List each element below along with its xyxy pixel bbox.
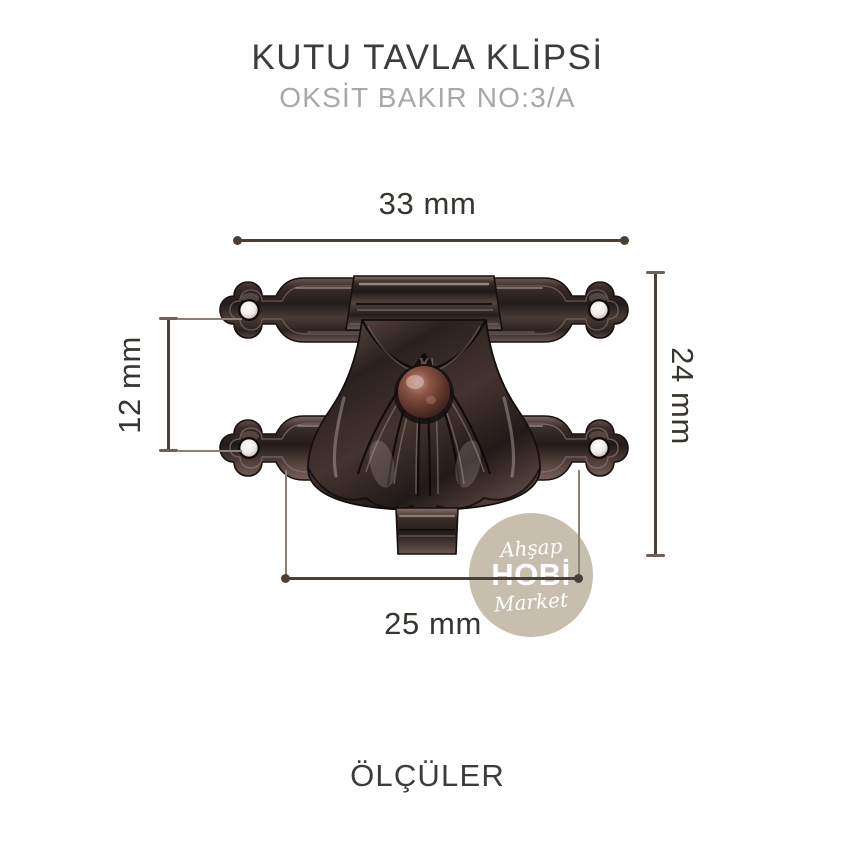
dimension-line-24mm: [654, 272, 657, 556]
product-image-box-clasp: [212, 258, 636, 568]
dimension-label-33mm: 33 mm: [378, 186, 477, 221]
watermark-logo: Ahşap HOBİ Market: [469, 513, 593, 637]
extension-line-12mm-top: [178, 318, 242, 320]
dimension-cap-25mm-right: [574, 574, 583, 583]
heading-block: KUTU TAVLA KLİPSİ OKSİT BAKIR NO:3/A: [0, 38, 855, 115]
extension-line-12mm-bottom: [178, 450, 242, 452]
footer-caption: ÖLÇÜLER: [350, 758, 505, 793]
page-subtitle: OKSİT BAKIR NO:3/A: [279, 82, 576, 114]
dimension-cap-12mm-top: [159, 317, 178, 320]
dimension-cap-25mm-left: [281, 574, 290, 583]
fan-ornament: [307, 319, 541, 513]
dimension-line-12mm: [167, 318, 170, 451]
dimension-line-25mm: [288, 577, 580, 580]
dimension-line-33mm: [240, 239, 625, 242]
dimension-cap-24mm-top: [646, 271, 665, 274]
dimension-label-12mm: 12 mm: [112, 336, 147, 434]
dimension-cap-24mm-bottom: [646, 554, 665, 557]
watermark-main-text: HOBİ: [491, 557, 571, 592]
dimension-cap-33mm-left: [233, 236, 242, 245]
extension-line-25mm-right: [578, 470, 580, 575]
page-title: KUTU TAVLA KLİPSİ: [251, 38, 604, 77]
dimension-cap-12mm-bottom: [159, 449, 178, 452]
dimension-label-25mm: 25 mm: [384, 606, 482, 641]
watermark-top-text: Ahşap: [499, 533, 563, 563]
latch-tab: [395, 507, 459, 555]
extension-line-25mm-left: [285, 470, 287, 575]
dimension-cap-33mm-right: [620, 236, 629, 245]
dimension-label-24mm: 24 mm: [665, 347, 700, 445]
